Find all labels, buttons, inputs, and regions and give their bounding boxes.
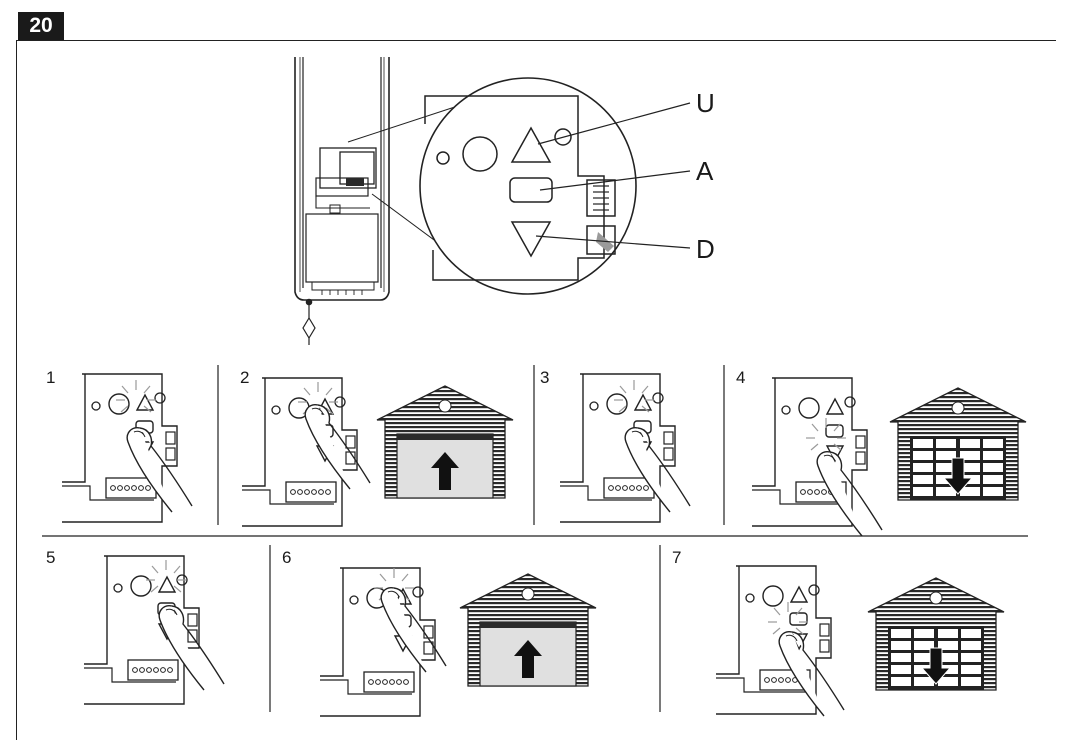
step-number-2: 2	[240, 368, 250, 387]
callout-leaders	[535, 102, 691, 249]
step-2-illustration	[241, 377, 514, 527]
callout-aux-button: A	[696, 156, 714, 186]
opener-unit	[294, 57, 390, 345]
step-number-7: 7	[672, 548, 682, 567]
garage-door-closing-2	[867, 577, 1005, 691]
step-number-4: 4	[736, 368, 746, 387]
step-number-3: 3	[540, 368, 550, 387]
figure-number-badge: 20	[18, 12, 64, 40]
figure-frame	[16, 40, 1056, 740]
step-5-illustration	[83, 555, 225, 705]
garage-door-closing	[889, 387, 1027, 501]
step-3-illustration	[559, 373, 691, 523]
garage-door-opening-2	[459, 573, 597, 687]
step-number-5: 5	[46, 548, 56, 567]
step-number-1: 1	[46, 368, 56, 387]
step-7-illustration	[715, 565, 1005, 717]
callout-down-button: D	[696, 234, 715, 264]
step-dividers	[42, 365, 1028, 712]
step-4-illustration	[751, 377, 1027, 537]
step-1-illustration	[61, 373, 193, 523]
step-6-illustration	[319, 567, 597, 717]
magnified-control-panel	[419, 77, 637, 295]
garage-door-opening	[376, 385, 514, 499]
callout-up-button: U	[696, 88, 715, 118]
step-number-6: 6	[282, 548, 292, 567]
